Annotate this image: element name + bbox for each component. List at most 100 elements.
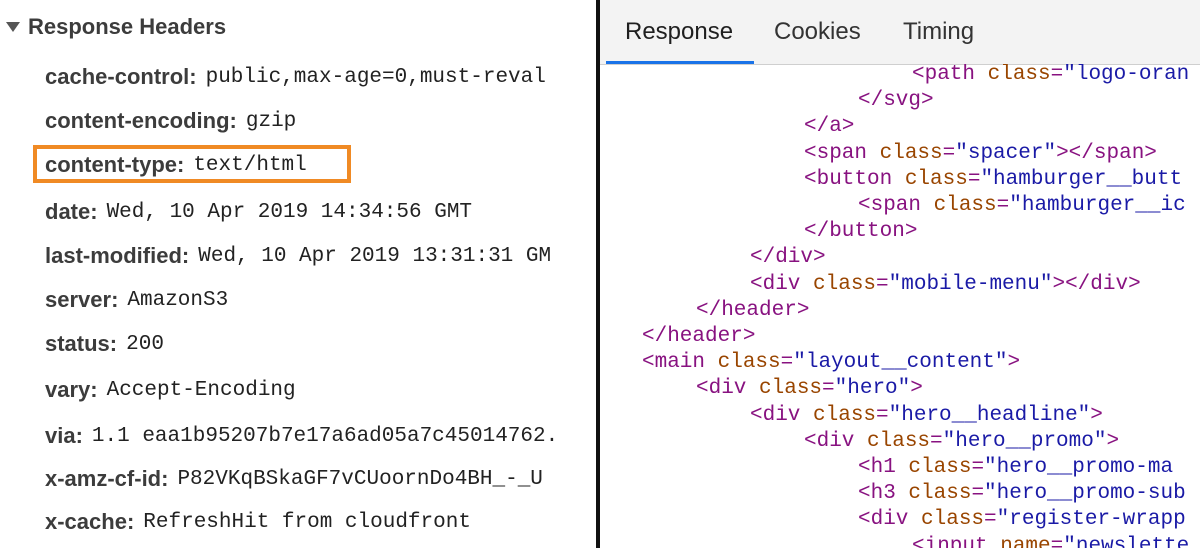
- tab-cookies[interactable]: Cookies: [774, 18, 861, 45]
- code-tag: =: [971, 482, 985, 506]
- header-row-vary: vary: Accept-Encoding: [45, 375, 296, 405]
- code-line: </header>: [642, 324, 755, 350]
- header-row-date: date: Wed, 10 Apr 2019 14:34:56 GMT: [45, 197, 472, 227]
- code-attr-name: class: [759, 377, 823, 401]
- code-line: </header>: [696, 298, 809, 324]
- code-attr-name: class: [813, 403, 877, 427]
- code-attr-value: "newslette: [1063, 534, 1190, 548]
- code-tag: </header>: [642, 325, 756, 348]
- code-tag: <h3: [858, 482, 909, 506]
- response-body-code: <path class="logo-oran</svg></a><span cl…: [600, 64, 1200, 548]
- tab-response[interactable]: Response: [625, 18, 734, 45]
- header-row-status: status: 200: [45, 329, 164, 359]
- code-tag: =: [1050, 534, 1064, 548]
- code-tag: <path: [912, 64, 988, 86]
- code-tag: <span: [858, 194, 934, 217]
- code-tag: >: [1106, 429, 1120, 453]
- code-tag: ></span>: [1056, 141, 1157, 165]
- code-line: <path class="logo-oran: [912, 64, 1189, 88]
- code-tag: <h1: [858, 456, 909, 479]
- code-tag: >: [1007, 351, 1021, 375]
- code-attr-value: "mobile-menu": [888, 272, 1053, 296]
- header-row-last-modified: last-modified: Wed, 10 Apr 2019 13:31:31…: [45, 241, 551, 271]
- header-name: cache-control:: [45, 64, 197, 89]
- code-tag: >: [910, 377, 923, 401]
- active-tab-indicator: [606, 61, 754, 64]
- code-line: <span class="spacer"></span>: [804, 141, 1157, 167]
- code-attr-name: class: [867, 429, 931, 453]
- panel-divider[interactable]: [596, 0, 600, 548]
- code-tag: </svg>: [858, 89, 934, 113]
- code-attr-name: class: [717, 351, 781, 375]
- header-value: gzip: [245, 109, 297, 133]
- code-line: </button>: [804, 219, 917, 245]
- code-line: </div>: [750, 245, 826, 271]
- code-line: <button class="hamburger__butt: [804, 167, 1182, 193]
- code-tag: </a>: [804, 115, 855, 139]
- code-tag: =: [942, 141, 956, 165]
- header-name: vary:: [45, 377, 98, 402]
- code-tag: </div>: [750, 246, 826, 270]
- header-value: 1.1 eaa1b95207b7e17a6ad05a7c45014762.: [91, 424, 559, 448]
- header-value: public,max-age=0,must-reval: [205, 65, 546, 89]
- code-attr-name: class: [904, 167, 968, 191]
- code-line: <div class="register-wrapp: [858, 507, 1186, 533]
- code-line: <span class="hamburger__ic: [858, 193, 1186, 219]
- header-row-via: via: 1.1 eaa1b95207b7e17a6ad05a7c4501476…: [45, 421, 558, 451]
- code-tag: =: [967, 167, 981, 191]
- header-row-cache-control: cache-control: public,max-age=0,must-rev…: [45, 62, 546, 92]
- code-tag: =: [996, 194, 1010, 217]
- code-attr-value: "hero__promo-ma: [984, 456, 1174, 479]
- header-name: date:: [45, 199, 98, 224]
- code-attr-name: class: [921, 508, 985, 532]
- code-tag: =: [822, 377, 835, 401]
- code-tag: =: [984, 508, 997, 532]
- code-tag: <div: [804, 429, 868, 453]
- header-name: x-cache:: [45, 509, 135, 534]
- header-row-x-amz-cf-id: x-amz-cf-id: P82VKqBSkaGF7vCUoornDo4BH_-…: [45, 464, 543, 494]
- code-attr-value: "register-wrapp: [996, 508, 1186, 532]
- code-attr-value: "hamburger__butt: [980, 167, 1183, 191]
- code-attr-name: class: [933, 194, 997, 217]
- content-type-highlight: [33, 145, 351, 183]
- code-attr-value: "hero__promo": [942, 429, 1107, 453]
- code-tag: >: [1090, 403, 1103, 427]
- code-tag: </button>: [804, 220, 918, 244]
- header-name: via:: [45, 423, 83, 448]
- header-row-server: server: AmazonS3: [45, 285, 228, 315]
- response-headers-panel: Response Headers cache-control: public,m…: [0, 0, 596, 548]
- code-tag: =: [1050, 64, 1064, 86]
- header-value: AmazonS3: [127, 288, 229, 312]
- tab-timing[interactable]: Timing: [903, 18, 975, 45]
- header-name: status:: [45, 331, 118, 356]
- header-value: Accept-Encoding: [106, 378, 296, 402]
- response-panel: Response Cookies Timing <path class="log…: [600, 0, 1200, 548]
- code-line: <div class="hero">: [696, 376, 923, 402]
- header-name: server:: [45, 287, 119, 312]
- response-headers-title: Response Headers: [28, 14, 227, 39]
- code-line: <input name="newslette: [912, 534, 1189, 548]
- code-line: <div class="mobile-menu"></div>: [750, 272, 1141, 298]
- triangle-down-icon[interactable]: [6, 22, 20, 32]
- header-value: P82VKqBSkaGF7vCUoornDo4BH_-_U: [177, 467, 543, 491]
- code-tag: <button: [804, 167, 905, 191]
- header-row-content-type: content-type: text/html: [45, 150, 307, 180]
- code-tag: =: [876, 272, 889, 296]
- response-headers-section-toggle[interactable]: Response Headers: [6, 12, 226, 42]
- code-line: <main class="layout__content">: [642, 350, 1020, 376]
- code-tag: =: [971, 456, 985, 479]
- code-tag: =: [780, 351, 794, 375]
- tab-bar: Response Cookies Timing: [600, 0, 1200, 65]
- code-attr-value: "hero__headline": [888, 403, 1091, 427]
- code-attr-name: class: [987, 64, 1051, 86]
- header-value: 200: [126, 332, 164, 356]
- code-line: <div class="hero__headline">: [750, 403, 1103, 429]
- code-tag: <div: [750, 272, 814, 296]
- code-line: <div class="hero__promo">: [804, 429, 1119, 455]
- header-value: RefreshHit from cloudfront: [143, 510, 471, 534]
- code-attr-name: class: [908, 482, 972, 506]
- code-tag: <main: [642, 351, 718, 375]
- code-line: <h1 class="hero__promo-ma: [858, 455, 1173, 481]
- code-attr-value: "hero__promo-sub: [984, 482, 1186, 506]
- header-name: content-type:: [45, 152, 185, 177]
